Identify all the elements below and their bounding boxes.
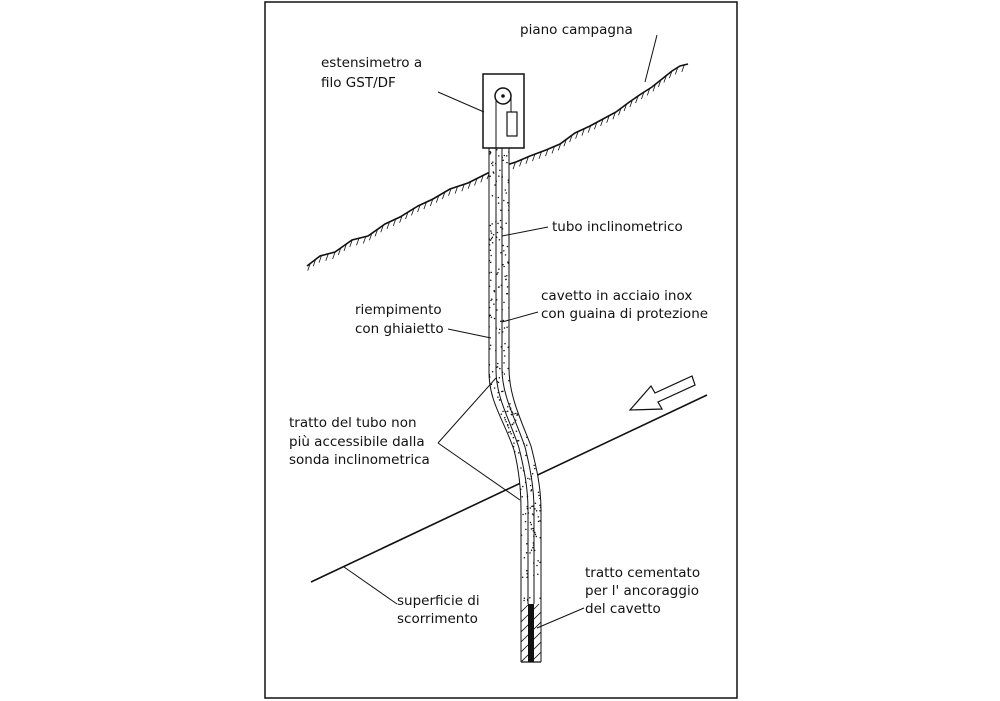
drawing-frame <box>264 1 738 699</box>
label-cavetto-line1: cavetto in acciaio inox <box>541 288 692 304</box>
movement-arrow-icon <box>628 375 696 411</box>
label-tubo-inclinometrico: tubo inclinometrico <box>552 219 683 235</box>
label-estensimetro-line1: estensimetro a <box>321 55 422 71</box>
label-cementato-line2: per l' ancoraggio <box>585 583 699 599</box>
label-tratto-tubo-line2: più accessibile dalla <box>289 434 425 450</box>
label-superficie-line1: superficie di <box>397 593 480 609</box>
label-estensimetro-line2: filo GST/DF <box>321 75 396 91</box>
label-tratto-tubo-line1: tratto del tubo non <box>289 415 417 431</box>
extensometer-box <box>482 73 525 149</box>
label-cementato-line1: tratto cementato <box>585 565 700 581</box>
label-piano-campagna: piano campagna <box>520 22 633 38</box>
ground-surface <box>306 63 689 271</box>
sliding-surface-line <box>310 394 708 583</box>
anchor-rod <box>528 604 534 662</box>
labels: piano campagna estensimetro a filo GST/D… <box>289 22 708 627</box>
label-cavetto-line2: con guaina di protezione <box>541 306 708 322</box>
counterweight-icon <box>506 111 518 137</box>
label-cementato-line3: del cavetto <box>585 601 661 617</box>
label-tratto-tubo-line3: sonda inclinometrica <box>289 452 430 468</box>
leader-lines <box>343 34 658 629</box>
label-riempimento-line2: con ghiaietto <box>355 321 444 337</box>
borehole <box>488 148 542 663</box>
label-superficie-line2: scorrimento <box>397 611 478 627</box>
ground-hatching <box>307 64 685 271</box>
label-riempimento-line1: riempimento <box>355 302 442 318</box>
